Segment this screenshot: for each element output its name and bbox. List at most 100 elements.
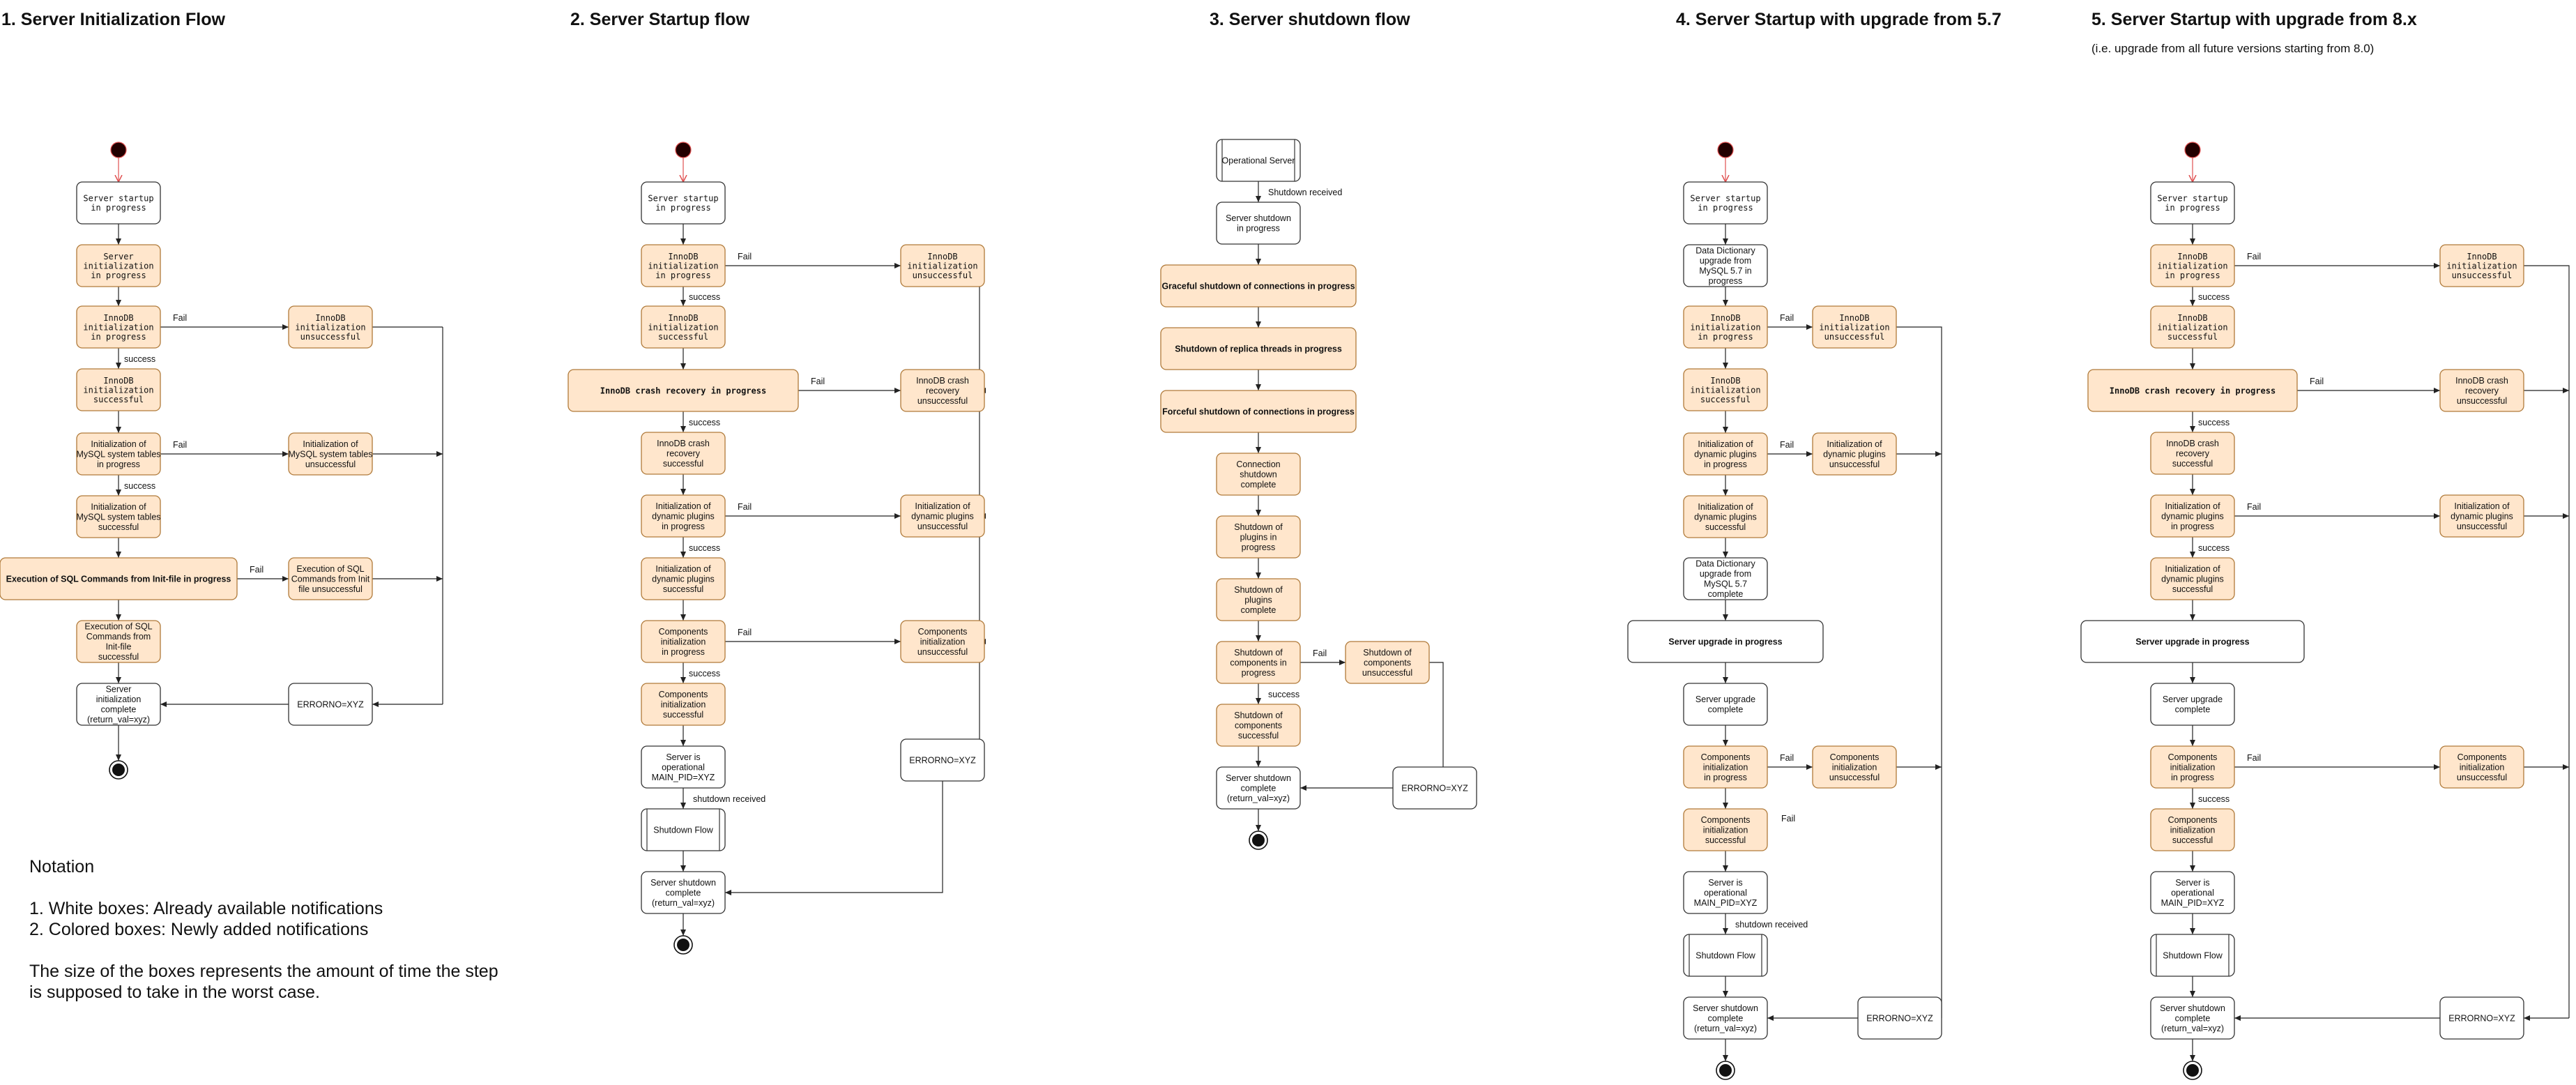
node-f4m-label: Shutdown Flow	[1695, 950, 1755, 960]
connector	[1429, 662, 1444, 788]
node-f4h-label: Server upgrade in progress	[1668, 637, 1782, 646]
node-f4err-label: ERRORNO=XYZ	[1866, 1013, 1933, 1023]
edge-label-fail: Fail	[738, 628, 752, 637]
edge-label-fail: Fail	[811, 377, 825, 386]
start-node-f2s	[675, 142, 692, 158]
node-f1g-label: Execution of SQL Commands from Init-file…	[6, 574, 231, 584]
node-f5d-label: InnoDB crash recovery in progress	[2110, 386, 2276, 395]
notation-heading: Notation	[29, 857, 95, 877]
node-f5h: Server upgrade in progress	[2080, 620, 2305, 663]
node-f5m: Shutdown Flow	[2150, 934, 2235, 977]
node-f3d-label: Shutdown of replica threads in progress	[1175, 344, 1342, 354]
edge-label-fail: Fail	[250, 565, 264, 575]
node-f2k-label: Shutdown Flow	[653, 825, 713, 835]
node-f2err: ERRORNO=XYZ	[900, 738, 985, 782]
edge-label-success: success	[689, 292, 720, 302]
node-f1err: ERRORNO=XYZ	[288, 683, 373, 726]
title-startup-upgrade-8x: 5. Server Startup with upgrade from 8.x	[2091, 10, 2417, 29]
node-f3err-label: ERRORNO=XYZ	[1401, 783, 1468, 793]
edge-label-shutdown-received-cap: Shutdown received	[1268, 188, 1342, 197]
edge-label-success: success	[689, 669, 720, 678]
node-f3d: Shutdown of replica threads in progress	[1160, 327, 1357, 370]
node-f5m-label: Shutdown Flow	[2163, 950, 2223, 960]
end-node-f1e2	[109, 760, 128, 780]
start-node-f1s	[110, 142, 127, 158]
end-node-f3e2	[1249, 830, 1268, 850]
node-f3c: Graceful shutdown of connections in prog…	[1160, 264, 1357, 308]
node-f3e: Forceful shutdown of connections in prog…	[1160, 390, 1357, 433]
edge-label-fail: Fail	[1781, 814, 1795, 824]
node-f5err: ERRORNO=XYZ	[2439, 996, 2524, 1040]
edge-label-fail: Fail	[2310, 377, 2324, 386]
node-f4m: Shutdown Flow	[1683, 934, 1768, 977]
title-server-initialization-flow: 1. Server Initialization Flow	[1, 10, 225, 29]
edge-label-fail: Fail	[1313, 648, 1327, 658]
node-f5d: InnoDB crash recovery in progress	[2087, 369, 2298, 412]
node-f4h: Server upgrade in progress	[1627, 620, 1824, 663]
subtitle-startup-upgrade-8x: (i.e. upgrade from all future versions s…	[2091, 42, 2375, 55]
node-f5err-label: ERRORNO=XYZ	[2448, 1013, 2515, 1023]
node-f2k: Shutdown Flow	[641, 808, 726, 851]
end-node-f4e2	[1716, 1061, 1735, 1080]
edge-label-success: success	[1268, 690, 1300, 699]
end-node-f5e2	[2183, 1061, 2202, 1080]
title-server-shutdown-flow: 3. Server shutdown flow	[1210, 10, 1410, 29]
